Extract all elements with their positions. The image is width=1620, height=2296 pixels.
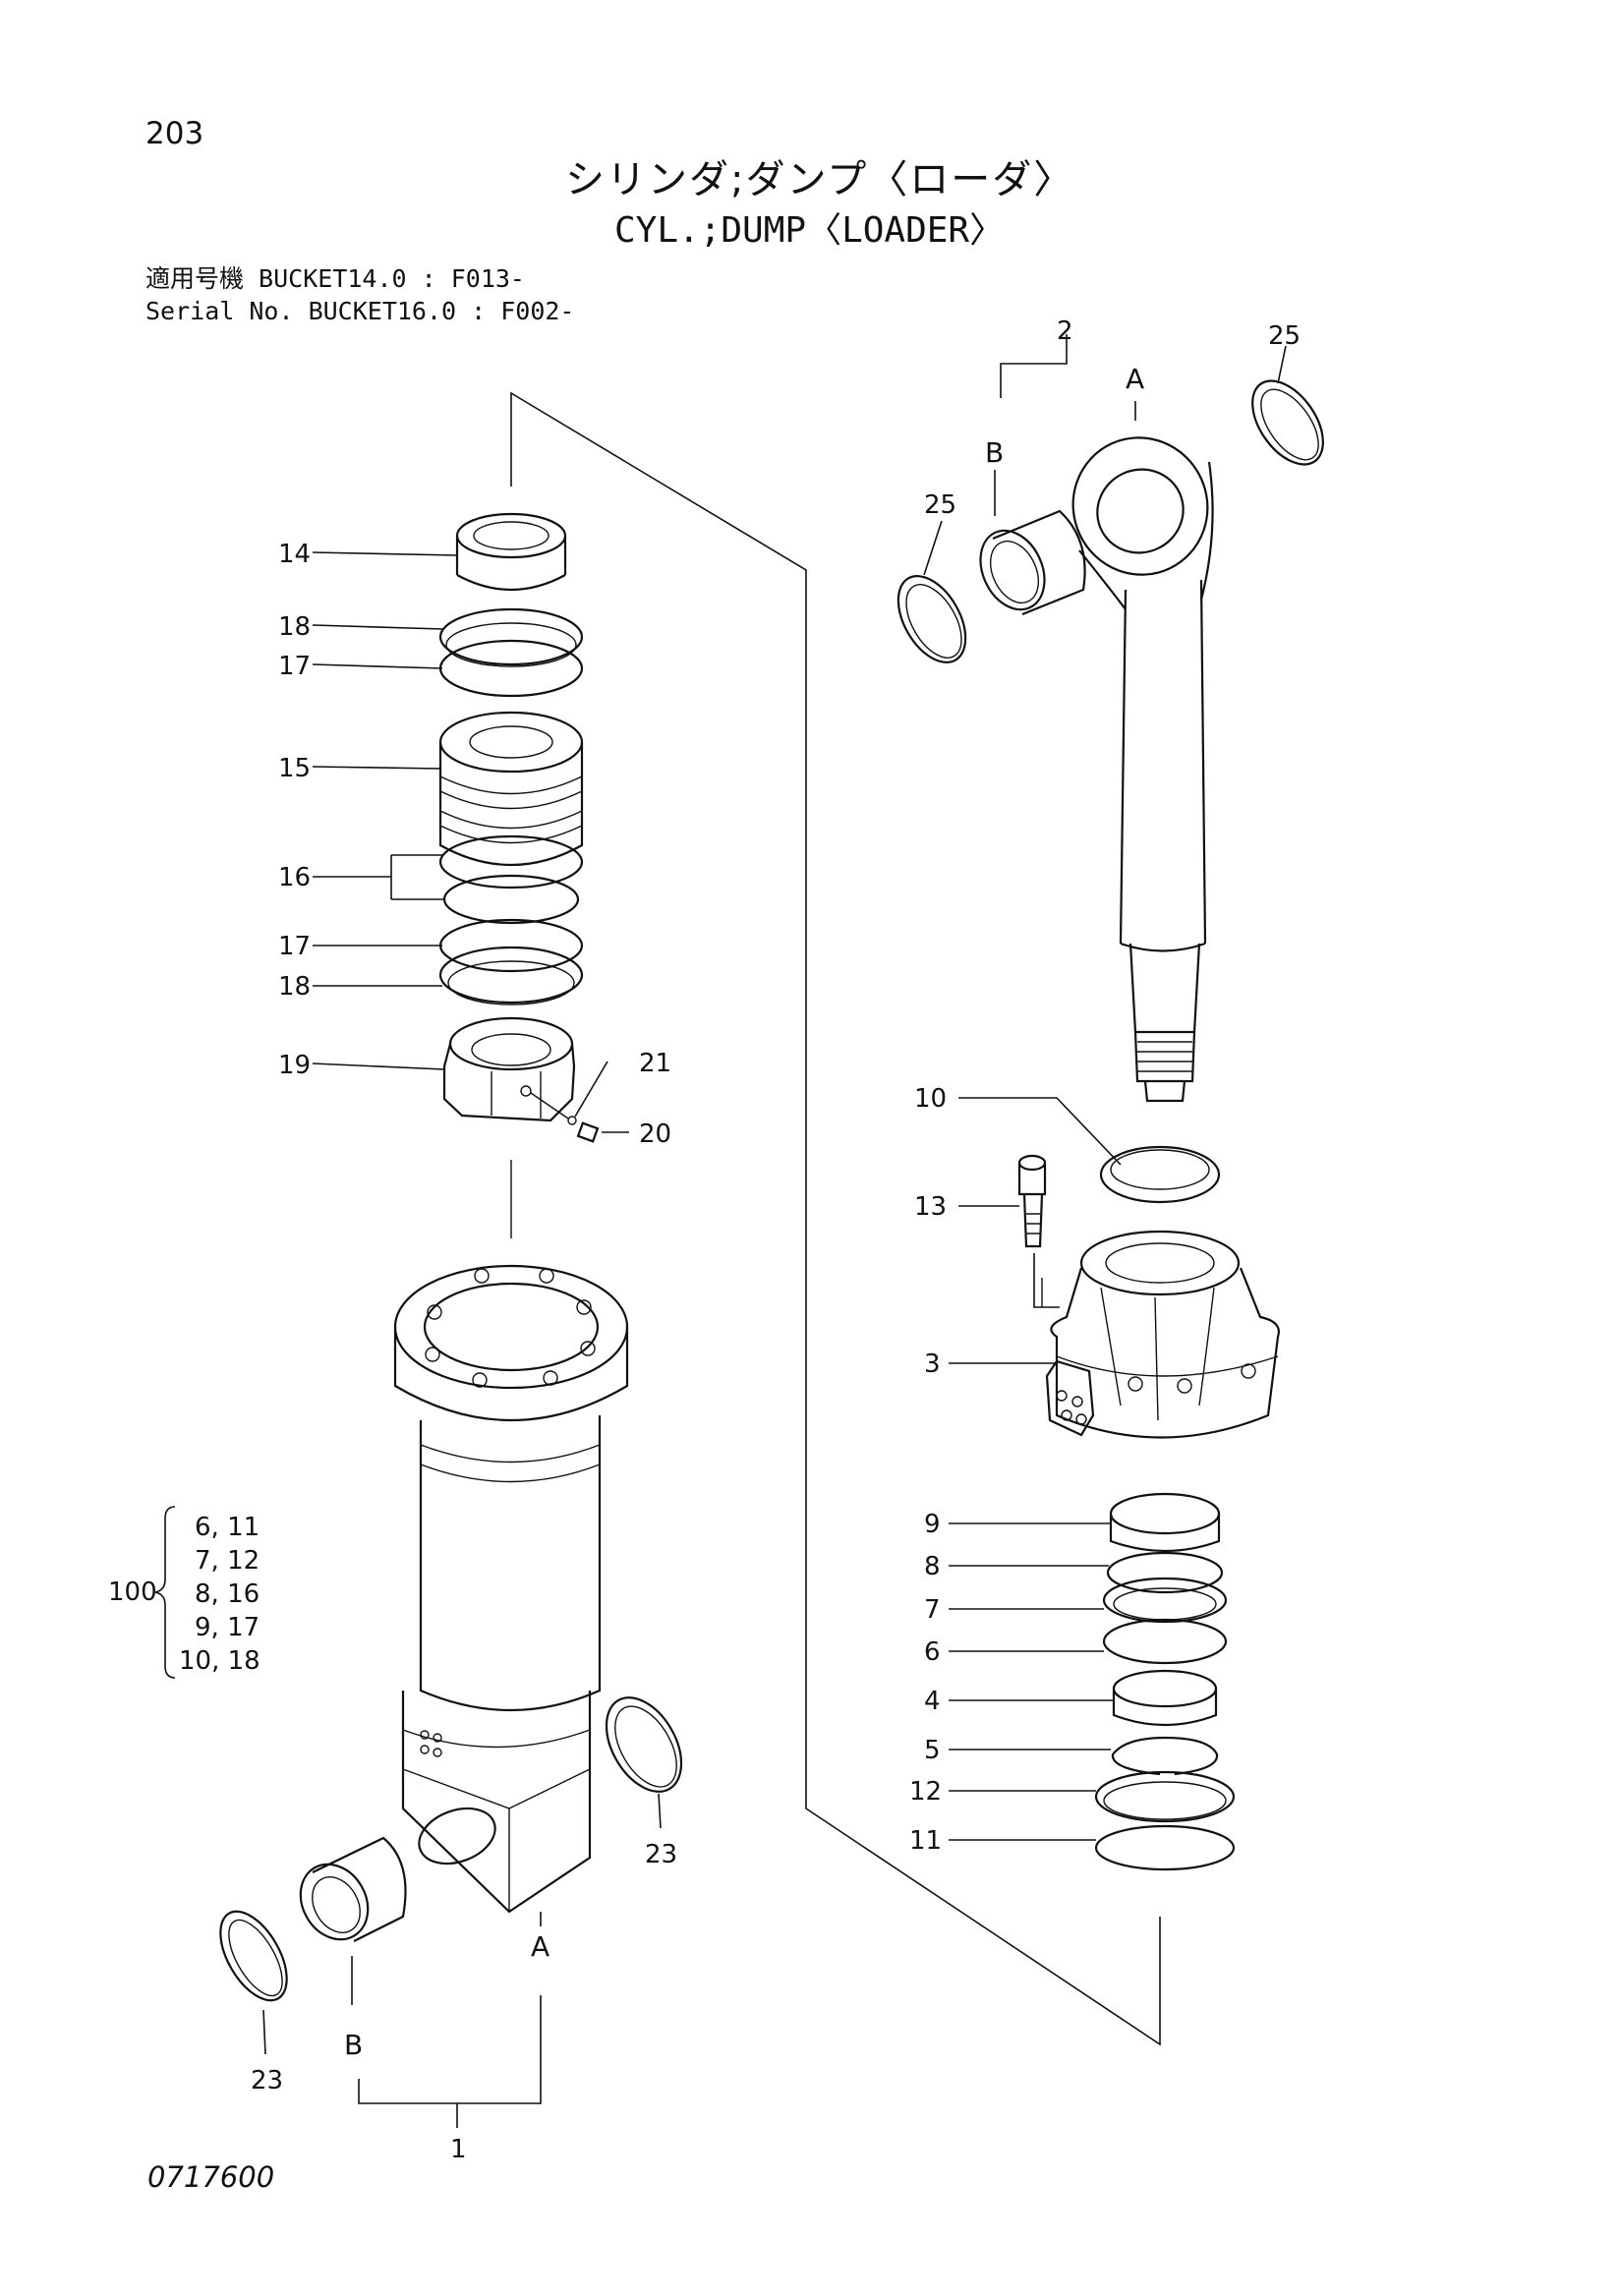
part-1-cylinder-tube — [393, 1264, 629, 1914]
callout-6: 6 — [924, 1637, 941, 1667]
kit-item-5: 10, 18 — [179, 1646, 260, 1676]
page-number: 203 — [145, 116, 204, 151]
part-14-cushion — [455, 512, 567, 591]
letter-B-tube: B — [344, 2029, 363, 2061]
part-15-piston — [438, 711, 584, 866]
kit-item-1: 6, 11 — [195, 1513, 260, 1542]
callout-8: 8 — [924, 1552, 941, 1581]
kit-item-3: 8, 16 — [195, 1579, 260, 1609]
part-23-ring-bottom-left — [219, 1910, 288, 2002]
callout-18-bottom: 18 — [278, 972, 311, 1002]
part-9-bushing — [1109, 1492, 1221, 1553]
callout-19: 19 — [278, 1051, 311, 1080]
part-4-bushing — [1112, 1669, 1218, 1727]
title-japanese: シリンダ;ダンプ〈ローダ〉 — [565, 157, 1075, 202]
part-8-ring — [1106, 1551, 1224, 1594]
callout-21: 21 — [639, 1049, 671, 1078]
callout-25-right: 25 — [1268, 321, 1301, 351]
part-25-ring-right — [1251, 379, 1324, 466]
callout-1: 1 — [450, 2135, 467, 2164]
callout-4: 4 — [924, 1687, 941, 1716]
part-21-ball — [530, 1092, 577, 1125]
kit-100-list: 100 6, 11 7, 12 8, 16 9, 17 10, 18 — [108, 1513, 260, 1676]
part-rod-bushing — [979, 509, 1086, 616]
part-11-ring — [1094, 1824, 1236, 1871]
callout-2: 2 — [1057, 316, 1073, 346]
part-18-17-rings-top — [438, 607, 584, 698]
part-17-18-rings-bottom — [438, 918, 584, 1005]
callout-11: 11 — [909, 1826, 942, 1856]
callout-16: 16 — [278, 863, 311, 892]
kit-item-4: 9, 17 — [195, 1613, 260, 1642]
callout-7: 7 — [924, 1595, 941, 1625]
kit-number: 100 — [108, 1578, 157, 1607]
part-bushing-left — [299, 1836, 407, 1942]
part-25-ring-left — [897, 575, 967, 663]
callout-12: 12 — [909, 1777, 942, 1807]
letter-B-rod: B — [985, 436, 1004, 469]
callout-23-left: 23 — [251, 2066, 283, 2095]
kit-item-2: 7, 12 — [195, 1546, 260, 1576]
callout-23-right: 23 — [645, 1840, 677, 1869]
reference-letters: A B A B — [344, 363, 1144, 2061]
callout-15: 15 — [278, 754, 311, 783]
callout-labels: 14 18 17 15 16 17 18 19 21 20 2 25 25 10… — [251, 316, 1301, 2164]
part-6-ring — [1102, 1618, 1228, 1665]
callout-9: 9 — [924, 1510, 941, 1539]
callout-18-top: 18 — [278, 612, 311, 642]
leader-lines — [154, 334, 1287, 2128]
letter-A-tube: A — [531, 1930, 550, 1963]
letter-A-rod: A — [1126, 363, 1144, 395]
callout-20: 20 — [639, 1119, 671, 1149]
serial-line-1: 適用号機 BUCKET14.0 : F013- — [145, 264, 525, 293]
part-16-rings — [438, 834, 584, 925]
callout-14: 14 — [278, 540, 311, 569]
part-12-ring — [1094, 1770, 1236, 1823]
title-english: CYL.;DUMP〈LOADER〉 — [614, 210, 1006, 251]
part-5-snap-ring — [1111, 1736, 1219, 1776]
callout-25-left: 25 — [924, 490, 956, 520]
callout-5: 5 — [924, 1736, 941, 1765]
part-23-ring-right — [605, 1696, 683, 1793]
part-19-nut — [442, 1016, 576, 1122]
part-3-rod-head — [1045, 1230, 1280, 1439]
part-2-piston-rod — [1071, 436, 1214, 1103]
assembly-lines — [510, 391, 1161, 2046]
part-7-ring — [1102, 1577, 1228, 1624]
serial-line-2: Serial No. BUCKET16.0 : F002- — [145, 297, 575, 325]
callout-17-bottom: 17 — [278, 932, 311, 961]
callout-17-top: 17 — [278, 652, 311, 681]
callout-13: 13 — [914, 1192, 947, 1222]
callout-3: 3 — [924, 1349, 941, 1379]
drawing-number: 0717600 — [147, 2160, 275, 2194]
part-20-set-screw — [576, 1121, 600, 1143]
callout-10: 10 — [914, 1084, 947, 1114]
part-10-ring — [1099, 1145, 1221, 1204]
part-13-bolt — [1017, 1154, 1047, 1248]
